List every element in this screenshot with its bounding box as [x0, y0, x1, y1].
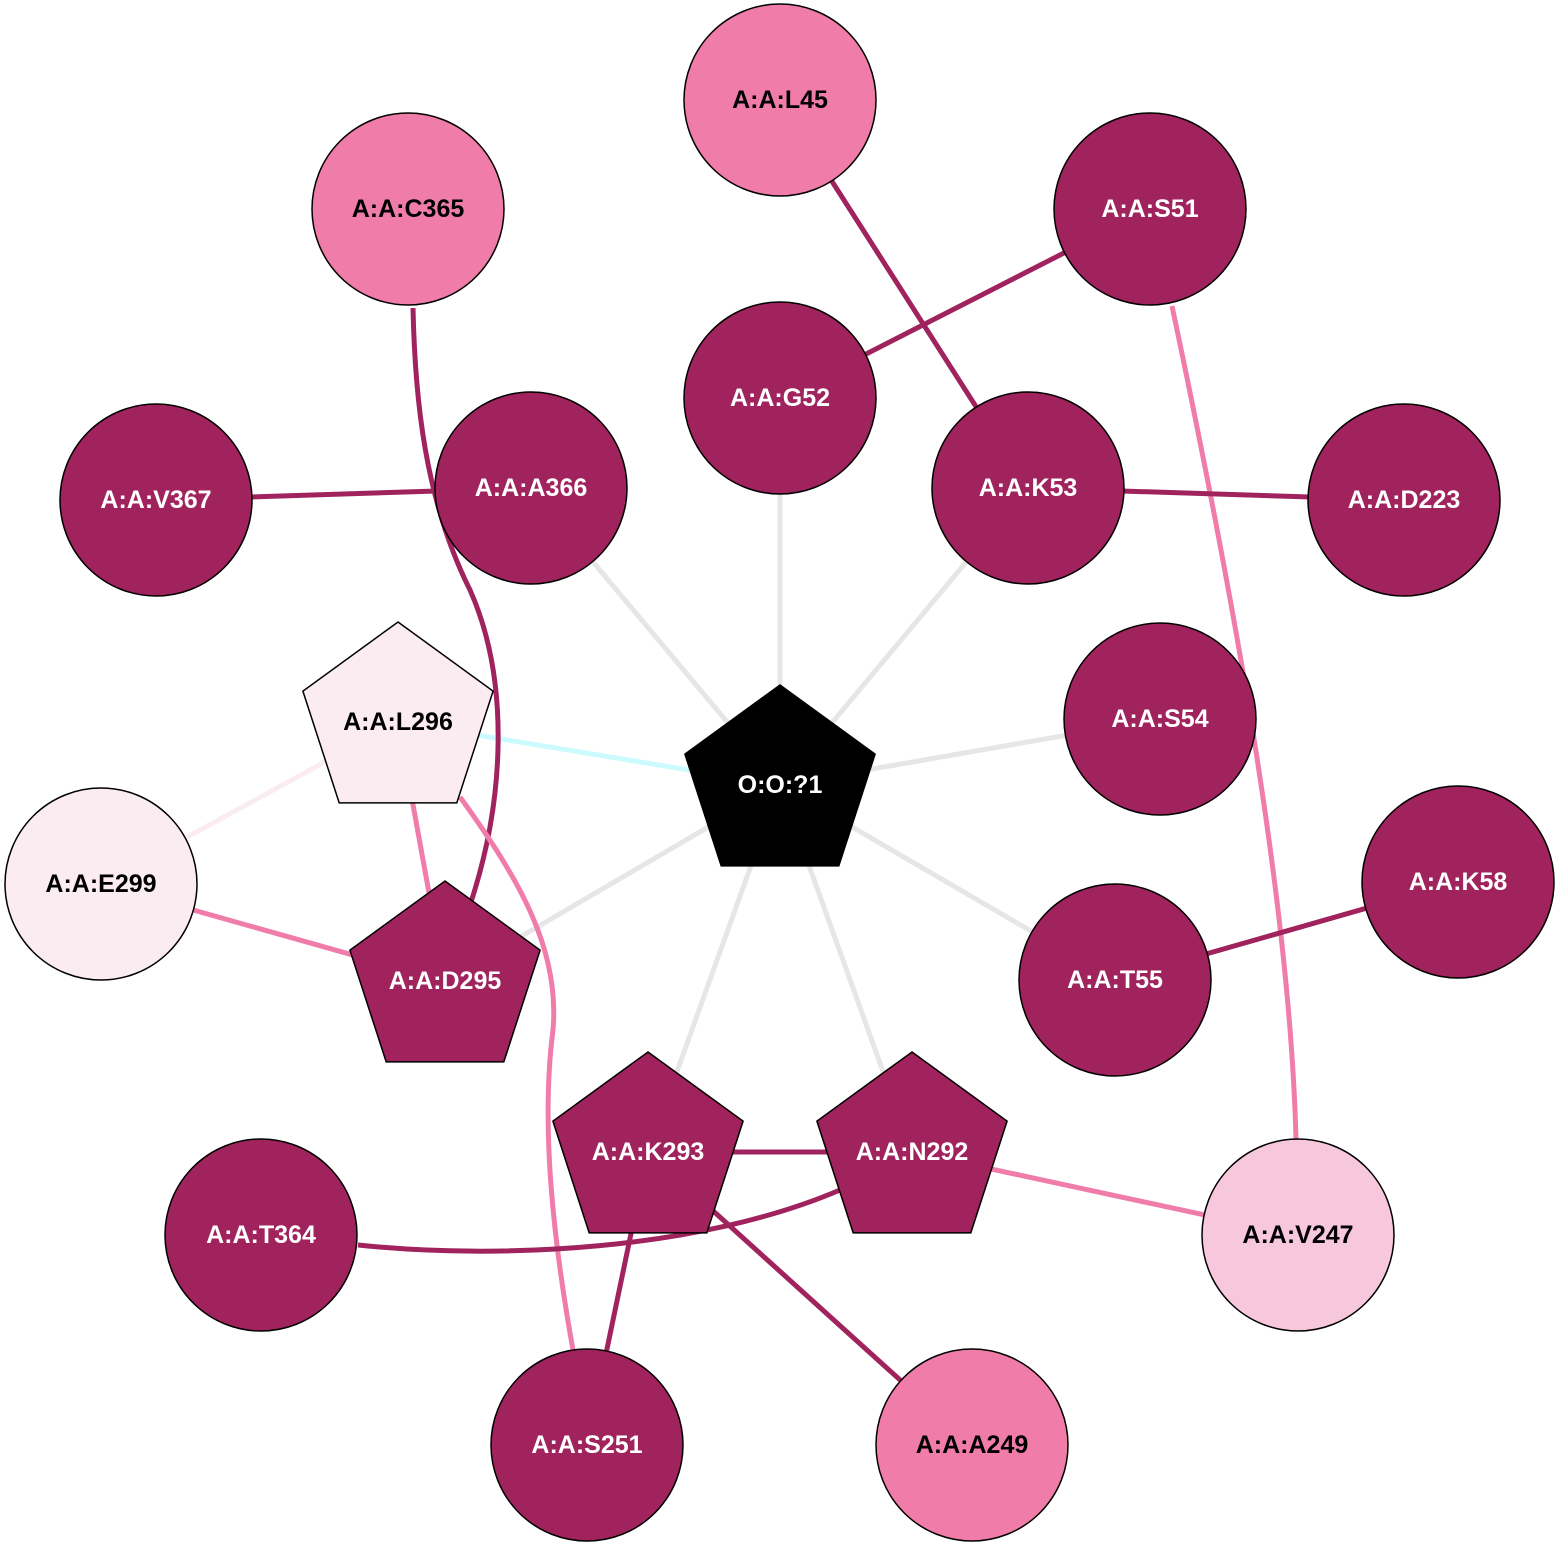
node-label: A:A:G52 [730, 384, 830, 412]
edge-l296-s251 [457, 795, 576, 1351]
node-circle [164, 1138, 358, 1332]
node-circle [4, 787, 198, 981]
node-t55[interactable]: A:A:T55 [1018, 883, 1212, 1077]
node-circle [59, 403, 253, 597]
node-circle [931, 391, 1125, 585]
node-circle [490, 1348, 684, 1542]
node-label: A:A:A249 [916, 1431, 1029, 1459]
node-k53[interactable]: A:A:K53 [931, 391, 1125, 585]
node-label: A:A:N292 [856, 1138, 969, 1166]
node-label: A:A:V367 [100, 486, 211, 514]
node-label: A:A:D223 [1348, 486, 1461, 514]
node-label: A:A:K58 [1409, 868, 1508, 896]
node-label: A:A:S251 [531, 1431, 642, 1459]
node-label: A:A:C365 [352, 195, 465, 223]
node-circle [311, 112, 505, 306]
node-k293[interactable]: A:A:K293 [552, 1051, 744, 1234]
node-circle [1053, 112, 1247, 306]
node-circle [1063, 622, 1257, 816]
node-s251[interactable]: A:A:S251 [490, 1348, 684, 1542]
node-pentagon [816, 1051, 1008, 1234]
edge-n292-t364 [357, 1187, 841, 1254]
node-d223[interactable]: A:A:D223 [1307, 403, 1501, 597]
node-n292[interactable]: A:A:N292 [816, 1051, 1008, 1234]
node-label: A:A:A366 [475, 474, 588, 502]
node-label: A:A:E299 [45, 870, 156, 898]
node-label: A:A:L296 [343, 708, 453, 736]
node-k58[interactable]: A:A:K58 [1361, 785, 1555, 979]
node-circle [683, 301, 877, 495]
node-label: A:A:T55 [1067, 966, 1163, 994]
node-g52[interactable]: A:A:G52 [683, 301, 877, 495]
node-lig[interactable]: O:O:?1 [684, 684, 876, 867]
node-a249[interactable]: A:A:A249 [875, 1348, 1069, 1542]
node-circle [1361, 785, 1555, 979]
node-l296[interactable]: A:A:L296 [302, 621, 494, 804]
node-label: A:A:V247 [1242, 1221, 1353, 1249]
node-label: A:A:K53 [979, 474, 1078, 502]
node-label: A:A:D295 [389, 967, 502, 995]
node-l45[interactable]: A:A:L45 [683, 3, 877, 197]
node-e299[interactable]: A:A:E299 [4, 787, 198, 981]
node-label: A:A:L45 [732, 86, 828, 114]
node-pentagon [349, 880, 541, 1063]
node-s54[interactable]: A:A:S54 [1063, 622, 1257, 816]
node-pentagon [684, 684, 876, 867]
node-label: O:O:?1 [738, 771, 823, 799]
node-t364[interactable]: A:A:T364 [164, 1138, 358, 1332]
edge-c365-d295 [410, 307, 501, 906]
node-label: A:A:K293 [592, 1138, 705, 1166]
node-circle [1201, 1138, 1395, 1332]
node-pentagon [552, 1051, 744, 1234]
node-v367[interactable]: A:A:V367 [59, 403, 253, 597]
node-circle [1307, 403, 1501, 597]
node-circle [875, 1348, 1069, 1542]
node-label: A:A:S54 [1111, 705, 1208, 733]
node-v247[interactable]: A:A:V247 [1201, 1138, 1395, 1332]
node-circle [434, 391, 628, 585]
node-circle [683, 3, 877, 197]
node-d295[interactable]: A:A:D295 [349, 880, 541, 1063]
node-a366[interactable]: A:A:A366 [434, 391, 628, 585]
node-label: A:A:T364 [206, 1221, 316, 1249]
node-pentagon [302, 621, 494, 804]
node-s51[interactable]: A:A:S51 [1053, 112, 1247, 306]
node-circle [1018, 883, 1212, 1077]
node-label: A:A:S51 [1101, 195, 1198, 223]
node-c365[interactable]: A:A:C365 [311, 112, 505, 306]
